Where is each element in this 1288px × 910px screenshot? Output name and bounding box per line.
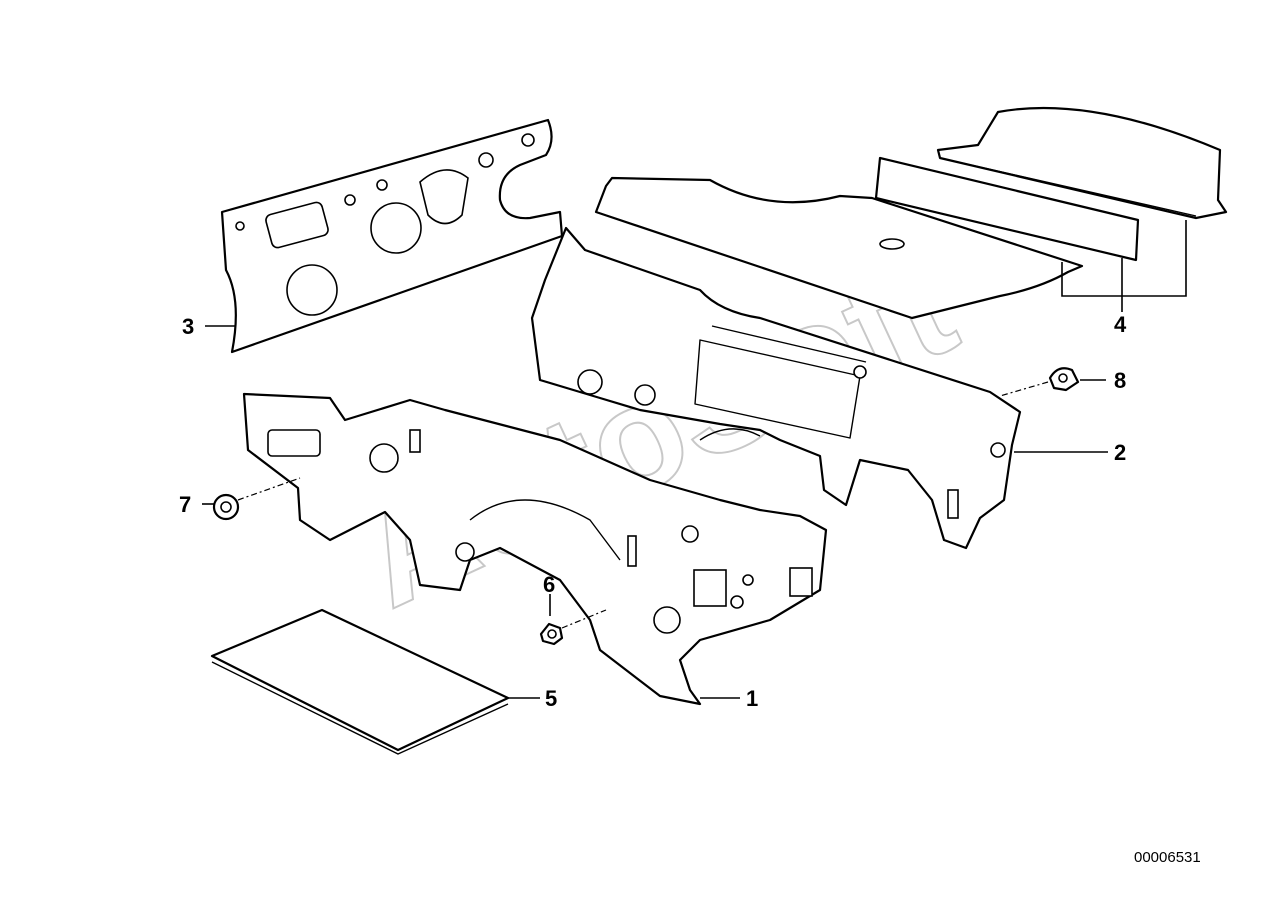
part-6-nut[interactable] (539, 594, 607, 646)
part-3-insulation-panel[interactable] (220, 118, 564, 354)
callout-7: 7 (179, 492, 191, 517)
leader-4 (1061, 220, 1187, 312)
part-8-clip[interactable] (999, 367, 1106, 397)
callout-1: 1 (746, 686, 758, 711)
callout-2: 2 (1114, 440, 1126, 465)
document-number: 00006531 (1134, 849, 1201, 866)
part-4-insulation-mats[interactable] (594, 106, 1228, 320)
callout-3: 3 (182, 314, 194, 339)
callout-6: 6 (543, 572, 555, 597)
part-1-firewall[interactable] (242, 392, 828, 706)
callout-5: 5 (545, 686, 557, 711)
callout-4: 4 (1114, 312, 1127, 337)
part-7-nut[interactable] (202, 477, 301, 521)
part-2-bulkhead[interactable] (530, 226, 1022, 550)
callout-8: 8 (1114, 368, 1126, 393)
part-5-flat-pad[interactable] (210, 608, 510, 755)
